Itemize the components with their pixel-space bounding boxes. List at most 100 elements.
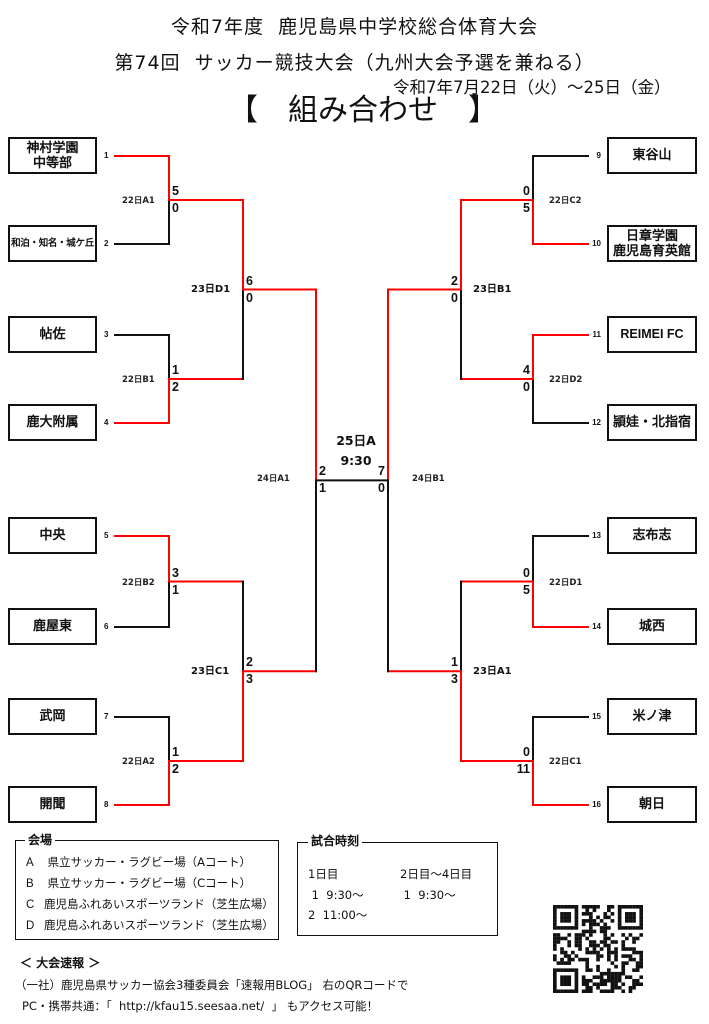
score-top: 0 — [523, 184, 530, 198]
qr-module — [596, 915, 600, 920]
day2-4-time: 1 9:30～ — [400, 888, 456, 902]
qr-module — [614, 957, 618, 962]
qr-module — [571, 957, 575, 962]
qr-module — [592, 943, 597, 948]
qr-module — [639, 926, 643, 930]
qr-module — [553, 943, 557, 948]
qr-module — [574, 908, 579, 913]
qr-module — [592, 947, 597, 951]
qr-module — [635, 926, 640, 930]
qr-module — [560, 936, 564, 941]
qr-module — [567, 961, 572, 965]
seed-number: 4 — [104, 418, 109, 427]
qr-module — [574, 954, 579, 958]
qr-module — [617, 919, 622, 923]
qr-module — [610, 905, 615, 909]
qr-module — [585, 936, 590, 941]
score-top: 0 — [523, 566, 530, 580]
qr-module — [553, 971, 557, 976]
qr-module — [589, 926, 593, 930]
team-box: 東谷山 — [607, 137, 697, 174]
seed-number: 5 — [104, 531, 109, 540]
qr-module — [592, 919, 597, 923]
qr-module — [574, 905, 579, 909]
qr-module — [617, 978, 622, 983]
qr-module — [596, 957, 600, 962]
qr-module — [574, 943, 579, 948]
qr-module — [614, 985, 618, 990]
qr-module — [639, 915, 643, 920]
score-top: 1 — [172, 363, 179, 377]
qr-module — [578, 936, 582, 941]
qr-module — [560, 978, 564, 983]
qr-module — [603, 926, 608, 930]
qr-module — [603, 933, 608, 937]
qr-module — [553, 936, 557, 941]
qr-module — [574, 968, 579, 972]
qr-module — [603, 982, 608, 987]
blog-url-link[interactable]: http://kfau15.seesaa.net/ — [119, 999, 265, 1013]
seed-number: 2 — [104, 239, 109, 248]
qr-module — [639, 933, 643, 937]
venue-legend-title: 会場 — [25, 832, 56, 848]
qr-module — [610, 961, 615, 965]
qr-code — [553, 905, 643, 993]
qr-module — [628, 919, 633, 923]
qr-module — [567, 915, 572, 920]
day1-time: 1 9:30～ — [308, 888, 364, 902]
tournament-title: 令和7年度 鹿児島県中学校総合体育大会 — [170, 16, 539, 38]
score-bottom: 0 — [523, 380, 530, 394]
qr-module — [574, 989, 579, 993]
qr-module — [596, 982, 600, 987]
final-match-time: 9:30 — [340, 453, 372, 468]
qr-module — [610, 982, 615, 987]
qr-module — [589, 985, 593, 990]
qr-module — [639, 919, 643, 923]
qr-module — [610, 933, 615, 937]
qr-module — [635, 968, 640, 972]
score-bottom: 1 — [319, 481, 326, 495]
qr-module — [610, 989, 615, 993]
match-label: 22日D2 — [549, 375, 583, 385]
qr-module — [556, 989, 561, 993]
qr-module — [635, 936, 640, 941]
qr-module — [639, 961, 643, 965]
qr-module — [628, 926, 633, 930]
qr-module — [603, 912, 608, 916]
qr-module — [603, 971, 608, 976]
score-top: 6 — [246, 274, 253, 288]
venue-name: 県立サッカー・ラグビー場（Aコート） — [44, 855, 252, 869]
qr-module — [599, 978, 604, 983]
match-label: 22日D1 — [549, 578, 583, 588]
qr-module — [621, 964, 626, 969]
qr-module — [589, 922, 593, 927]
venue-item: A 県立サッカー・ラグビー場（Aコート） — [26, 854, 251, 871]
qr-module — [596, 954, 600, 958]
team-box: 武岡 — [8, 698, 97, 735]
qr-module — [625, 905, 629, 909]
qr-module — [574, 971, 579, 976]
final-match-label: 25日A — [336, 433, 376, 448]
qr-module — [560, 961, 564, 965]
qr-module — [621, 933, 626, 937]
qr-module — [553, 905, 557, 909]
qr-module — [589, 919, 593, 923]
qr-module — [592, 905, 597, 909]
qr-module — [574, 982, 579, 987]
qr-module — [599, 919, 604, 923]
seed-number: 7 — [104, 712, 109, 721]
news-line: PC・携帯共通：「 http://kfau15.seesaa.net/ 」 もア… — [22, 998, 378, 1014]
qr-module — [567, 940, 572, 944]
match-times-box — [297, 842, 498, 936]
qr-module — [603, 915, 608, 920]
qr-module — [563, 905, 568, 909]
seed-number: 8 — [104, 800, 109, 809]
qr-module — [639, 912, 643, 916]
qr-module — [563, 950, 568, 955]
team-box: 米ノ津 — [607, 698, 697, 735]
score-top: 2 — [319, 464, 326, 478]
qr-module — [592, 922, 597, 927]
qr-module — [585, 961, 590, 965]
qr-module — [596, 964, 600, 969]
